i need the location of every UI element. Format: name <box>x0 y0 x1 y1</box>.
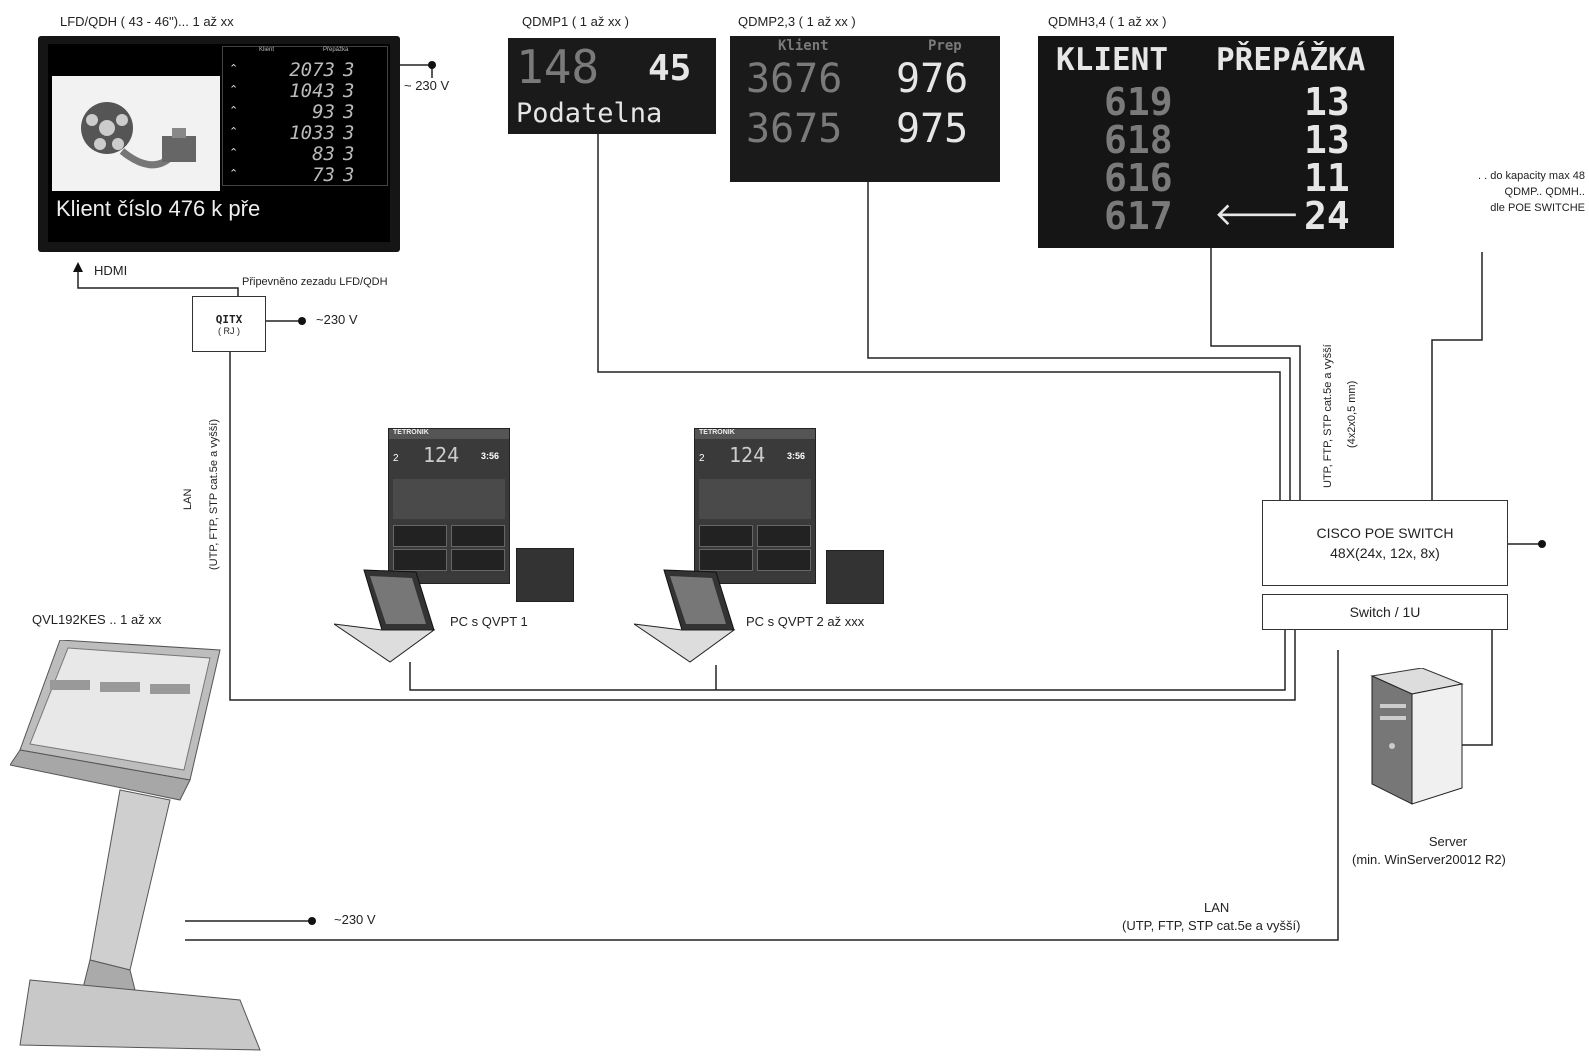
lfd-counter-number: 3 <box>343 143 355 165</box>
qitx-box: QITX ( RJ ) <box>192 296 266 352</box>
qdmh34-client-number: 619 <box>1104 80 1173 124</box>
lan-bottom-label: LAN <box>1204 900 1230 915</box>
lfd-counter-number: 3 <box>343 101 355 123</box>
pc2-app-time: 3:56 <box>787 451 806 461</box>
arrow-left-icon: 🡐 <box>1214 195 1300 233</box>
lfd-display: Klient Přepážka ⌃ 2073 3 ⌃ 1043 3 ⌃ 93 3 ⌃ 1033 3 ⌃ 8… <box>38 36 400 252</box>
pc2-app-queue: 2 <box>699 453 705 464</box>
pc1-app-number: 124 <box>423 443 460 467</box>
laptop-icon-1 <box>334 569 436 663</box>
pc2-label: PC s QVPT 2 až xxx <box>746 614 865 629</box>
pc2-app-number: 124 <box>729 443 766 467</box>
server-icon <box>1370 668 1464 805</box>
capacity-line-1: . . do kapacity max 48 <box>1478 170 1585 182</box>
film-reel-image <box>52 76 220 191</box>
hdmi-label: HDMI <box>94 263 128 278</box>
qdmh34-display: KLIENT PŘEPÁŽKA 619 13 618 13 616 11 617 🡐24 <box>1038 36 1394 248</box>
lfd-col-counter: Přepážka <box>323 47 349 53</box>
qdmh34-counter-number: 13 <box>1304 80 1350 124</box>
kiosk-power-label: ~230 V <box>334 912 376 927</box>
qdmp23-col-client: Klient <box>778 38 829 54</box>
qitx-sub: ( RJ ) <box>218 325 240 336</box>
laptop-icon-2 <box>634 569 736 663</box>
pc1-app-window: TETRONIK 2 124 3:56 <box>388 428 510 584</box>
lfd-title: LFD/QDH ( 43 - 46")... 1 až xx <box>60 14 234 29</box>
qdmh34-col-counter: PŘEPÁŽKA <box>1216 42 1366 78</box>
pc2-app-brand: TETRONIK <box>695 429 815 439</box>
pc1-app-time: 3:56 <box>481 451 500 461</box>
lfd-ticker: Klient číslo 476 k pře <box>56 196 261 221</box>
lfd-client-number: 1033 <box>289 122 335 144</box>
qdmp23-client-number: 3675 <box>746 106 843 152</box>
pc1-app-queue: 2 <box>393 453 399 464</box>
lfd-power-label: ~ 230 V <box>404 78 450 93</box>
lfd-client-number: 93 <box>312 101 335 123</box>
cable-label-vertical-1: UTP, FTP, STP cat.5e a vyšší <box>1322 344 1334 488</box>
server-os-label: (min. WinServer20012 R2) <box>1352 852 1506 867</box>
qdmp23-display: Klient Prep 3676 976 3675 975 <box>730 36 1000 182</box>
pc1-label: PC s QVPT 1 <box>450 614 528 629</box>
qdmh34-client-number: 618 <box>1104 118 1173 162</box>
chevron-up-icon: ⌃ <box>229 84 239 96</box>
server-label: Server <box>1428 834 1468 849</box>
lfd-client-number: 73 <box>312 164 335 186</box>
lfd-counter-number: 3 <box>343 59 355 81</box>
qdmp23-client-number: 3676 <box>746 56 843 102</box>
qdmp23-counter-number: 975 <box>896 106 969 152</box>
qdmh34-counter-number: 13 <box>1304 118 1350 162</box>
lan-bottom-cable-label: (UTP, FTP, STP cat.5e a vyšší) <box>1122 918 1301 933</box>
qdmh34-client-number: 617 <box>1104 194 1173 238</box>
pc2-mini-window <box>826 550 884 604</box>
qdmp1-title: QDMP1 ( 1 až xx ) <box>522 14 629 29</box>
qdmh34-client-number: 616 <box>1104 156 1173 200</box>
chevron-up-icon: ⌃ <box>229 168 239 180</box>
kiosk-label: QVL192KES .. 1 až xx <box>32 612 162 627</box>
lfd-counter-number: 3 <box>343 80 355 102</box>
qdmh34-counter-number: 11 <box>1304 156 1350 200</box>
switch-line-2: 48X(24x, 12x, 8x) <box>1330 545 1440 561</box>
qitx-power-label: ~230 V <box>316 312 358 327</box>
lfd-client-number: 2073 <box>289 59 335 81</box>
lan-left-cable-label: (UTP, FTP, STP cat.5e a vyšší) <box>208 419 220 570</box>
qdmp1-counter: 45 <box>648 48 692 89</box>
lfd-client-number: 83 <box>312 143 335 165</box>
qdmp1-client: 148 <box>516 40 600 94</box>
lfd-counter-number: 3 <box>343 122 355 144</box>
chevron-up-icon: ⌃ <box>229 126 239 138</box>
chevron-up-icon: ⌃ <box>229 105 239 117</box>
lfd-counter-number: 3 <box>343 164 355 186</box>
pc1-mini-window <box>516 548 574 602</box>
mounted-label: Připevněno zezadu LFD/QDH <box>242 276 388 288</box>
qitx-name: QITX <box>215 312 243 326</box>
qdmp23-title: QDMP2,3 ( 1 až xx ) <box>738 14 856 29</box>
capacity-line-2: QDMP.. QDMH.. <box>1504 186 1585 198</box>
chevron-up-icon: ⌃ <box>229 63 239 75</box>
kiosk-icon <box>10 640 261 1051</box>
qdmh34-title: QDMH3,4 ( 1 až xx ) <box>1048 14 1167 29</box>
chevron-up-icon: ⌃ <box>229 147 239 159</box>
qdmp1-text: Podatelna <box>516 98 663 129</box>
cable-label-vertical-2: (4x2x0,5 mm) <box>1346 380 1358 448</box>
switch-line-1: CISCO POE SWITCH <box>1316 525 1454 541</box>
pc1-app-brand: TETRONIK <box>389 429 509 439</box>
lfd-col-client: Klient <box>259 47 275 53</box>
qdmh34-counter-number: 24 <box>1304 194 1350 238</box>
capacity-note: . . do kapacity max 48 QDMP.. QDMH.. dle… <box>1440 168 1585 216</box>
switch-rack-label: Switch / 1U <box>1349 604 1421 620</box>
switch-rack: Switch / 1U <box>1262 594 1508 630</box>
qdmh34-col-client: KLIENT <box>1056 42 1168 78</box>
qdmp23-counter-number: 976 <box>896 56 969 102</box>
qdmp1-display: 148 45 Podatelna <box>508 38 716 134</box>
qdmp23-col-counter: Prep <box>928 38 962 54</box>
lan-left-label: LAN <box>182 488 194 510</box>
poe-switch: CISCO POE SWITCH 48X(24x, 12x, 8x) <box>1262 500 1508 586</box>
capacity-line-3: dle POE SWITCHE <box>1490 202 1585 214</box>
pc2-app-window: TETRONIK 2 124 3:56 <box>694 428 816 584</box>
lfd-client-number: 1043 <box>289 80 335 102</box>
